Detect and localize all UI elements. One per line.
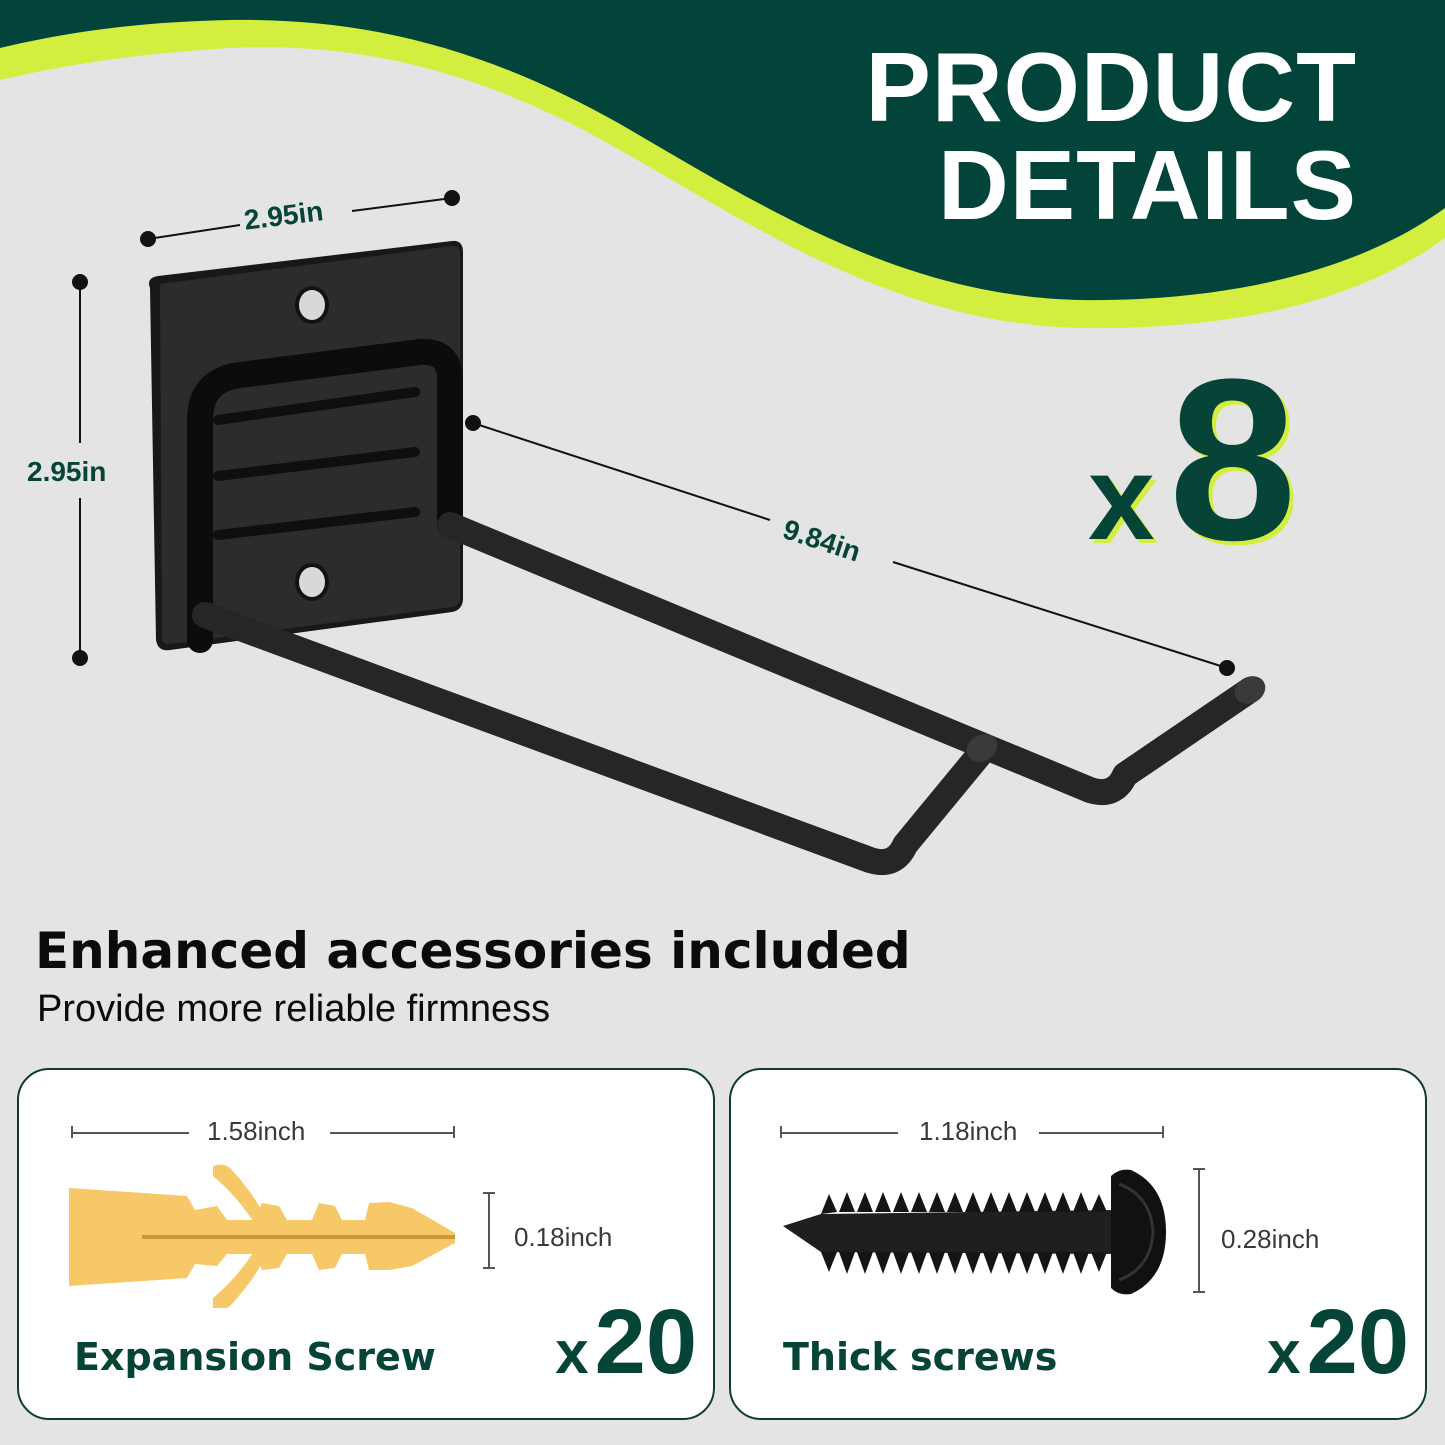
dimension-tick <box>1193 1291 1205 1293</box>
screw-diameter-label: 0.28inch <box>1221 1224 1320 1254</box>
anchor-length-label: 1.58inch <box>207 1116 306 1146</box>
dimension-line <box>488 1192 490 1268</box>
dimension-line <box>1198 1168 1200 1292</box>
page-title-line-2: DETAILS <box>938 130 1357 240</box>
anchor-diameter-label: 0.18inch <box>514 1222 613 1252</box>
dimension-lines <box>72 190 1235 676</box>
dimension-line <box>1039 1132 1163 1134</box>
bracket-icon <box>149 240 1266 876</box>
quantity-value: 20 <box>594 1291 697 1393</box>
accessory-card-thick-screws: 1.18inch 0.28inch Thick screws x20 <box>729 1068 1427 1420</box>
accessories-subheadline: Provide more reliable firmness <box>37 988 551 1030</box>
screw-icon <box>783 1169 1166 1295</box>
dimension-tick <box>483 1267 495 1269</box>
dimension-line <box>71 1132 189 1134</box>
accessory-name: Expansion Screw <box>74 1335 436 1379</box>
accessory-name: Thick screws <box>783 1335 1058 1379</box>
wall-anchor-icon <box>69 1164 455 1308</box>
dimension-tick <box>453 1126 455 1138</box>
quantity-prefix: x <box>1267 1319 1301 1386</box>
product-quantity: x8 <box>1088 345 1297 575</box>
dimension-height-label: 2.95in <box>27 456 107 487</box>
dimension-line <box>780 1132 898 1134</box>
dimension-line <box>330 1132 454 1134</box>
accessory-card-expansion-screw: 1.58inch 0.18inch Expansion Screw x20 <box>17 1068 715 1420</box>
quantity-prefix: x <box>555 1319 589 1386</box>
screw-length-label: 1.18inch <box>919 1116 1018 1146</box>
quantity-value: 20 <box>1306 1291 1409 1393</box>
quantity-value: 8 <box>1168 331 1297 588</box>
dark-green-header-wave <box>0 0 1445 301</box>
quantity-prefix: x <box>1088 431 1155 565</box>
page-title-line-1: PRODUCT <box>865 32 1357 142</box>
accessory-quantity: x20 <box>555 1296 697 1388</box>
dimension-tick <box>1162 1126 1164 1138</box>
accessories-headline: Enhanced accessories included <box>35 922 911 980</box>
accessory-quantity: x20 <box>1267 1296 1409 1388</box>
